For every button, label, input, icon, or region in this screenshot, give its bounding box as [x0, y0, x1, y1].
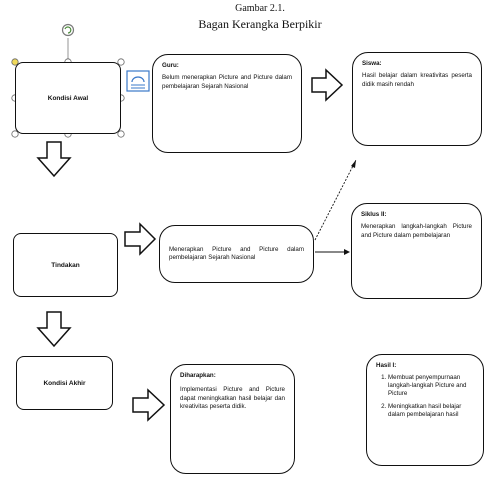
siswa-heading: Siswa:: [362, 60, 382, 67]
kondisi-akhir-label: Kondisi Akhir: [43, 379, 86, 387]
menerapkan-text: Menerapkan Picture and Picture dalam pem…: [169, 245, 304, 261]
block-arrow-right: [132, 388, 166, 422]
kondisi-awal-box[interactable]: Kondisi Awal: [15, 62, 121, 134]
layout-options-icon[interactable]: [126, 70, 150, 92]
guru-heading: Guru:: [162, 62, 179, 69]
diharapkan-box: Diharapkan: Implementasi Picture and Pic…: [170, 364, 295, 474]
siklus-text: Menerapkan langkah-langkah Picture and P…: [361, 223, 472, 239]
hasil-heading: Hasil I:: [376, 362, 397, 369]
diharapkan-heading: Diharapkan:: [180, 372, 216, 379]
block-arrow-right: [311, 68, 344, 102]
arrowhead: [351, 160, 356, 168]
arrowhead: [344, 249, 350, 255]
figure-title: Bagan Kerangka Berpikir: [198, 17, 322, 31]
figure-number: Gambar 2.1.: [235, 3, 285, 14]
block-arrow-right: [124, 222, 157, 256]
guru-box: Guru: Belum menerapkan Picture and Pictu…: [152, 54, 302, 153]
list-item: Meningkatkan hasil belajar dalam pembela…: [388, 403, 474, 419]
siswa-box: Siswa: Hasil belajar dalam kreativitas p…: [352, 52, 482, 146]
siklus-box: Siklus II: Menerapkan langkah-langkah Pi…: [351, 203, 482, 299]
hasil-list: Membuat penyempurnaan langkah-langkah Pi…: [376, 374, 474, 418]
list-item: Membuat penyempurnaan langkah-langkah Pi…: [388, 374, 474, 398]
siswa-text: Hasil belajar dalam kreativitas peserta …: [362, 72, 472, 88]
kondisi-awal-label: Kondisi Awal: [47, 94, 89, 102]
guru-text: Belum menerapkan Picture and Picture dal…: [162, 74, 292, 90]
siklus-heading: Siklus II:: [361, 211, 387, 218]
kondisi-akhir-box: Kondisi Akhir: [16, 356, 113, 410]
tindakan-box: Tindakan: [13, 233, 118, 297]
hasil-box: Hasil I: Membuat penyempurnaan langkah-l…: [366, 354, 484, 466]
arrow-line-to-siswa: [314, 159, 357, 241]
block-arrow-down: [36, 141, 72, 178]
menerapkan-box: Menerapkan Picture and Picture dalam pem…: [159, 225, 314, 283]
tindakan-label: Tindakan: [51, 261, 80, 269]
block-arrow-down: [36, 311, 72, 348]
diharapkan-text: Implementasi Picture and Picture dapat m…: [180, 386, 285, 411]
